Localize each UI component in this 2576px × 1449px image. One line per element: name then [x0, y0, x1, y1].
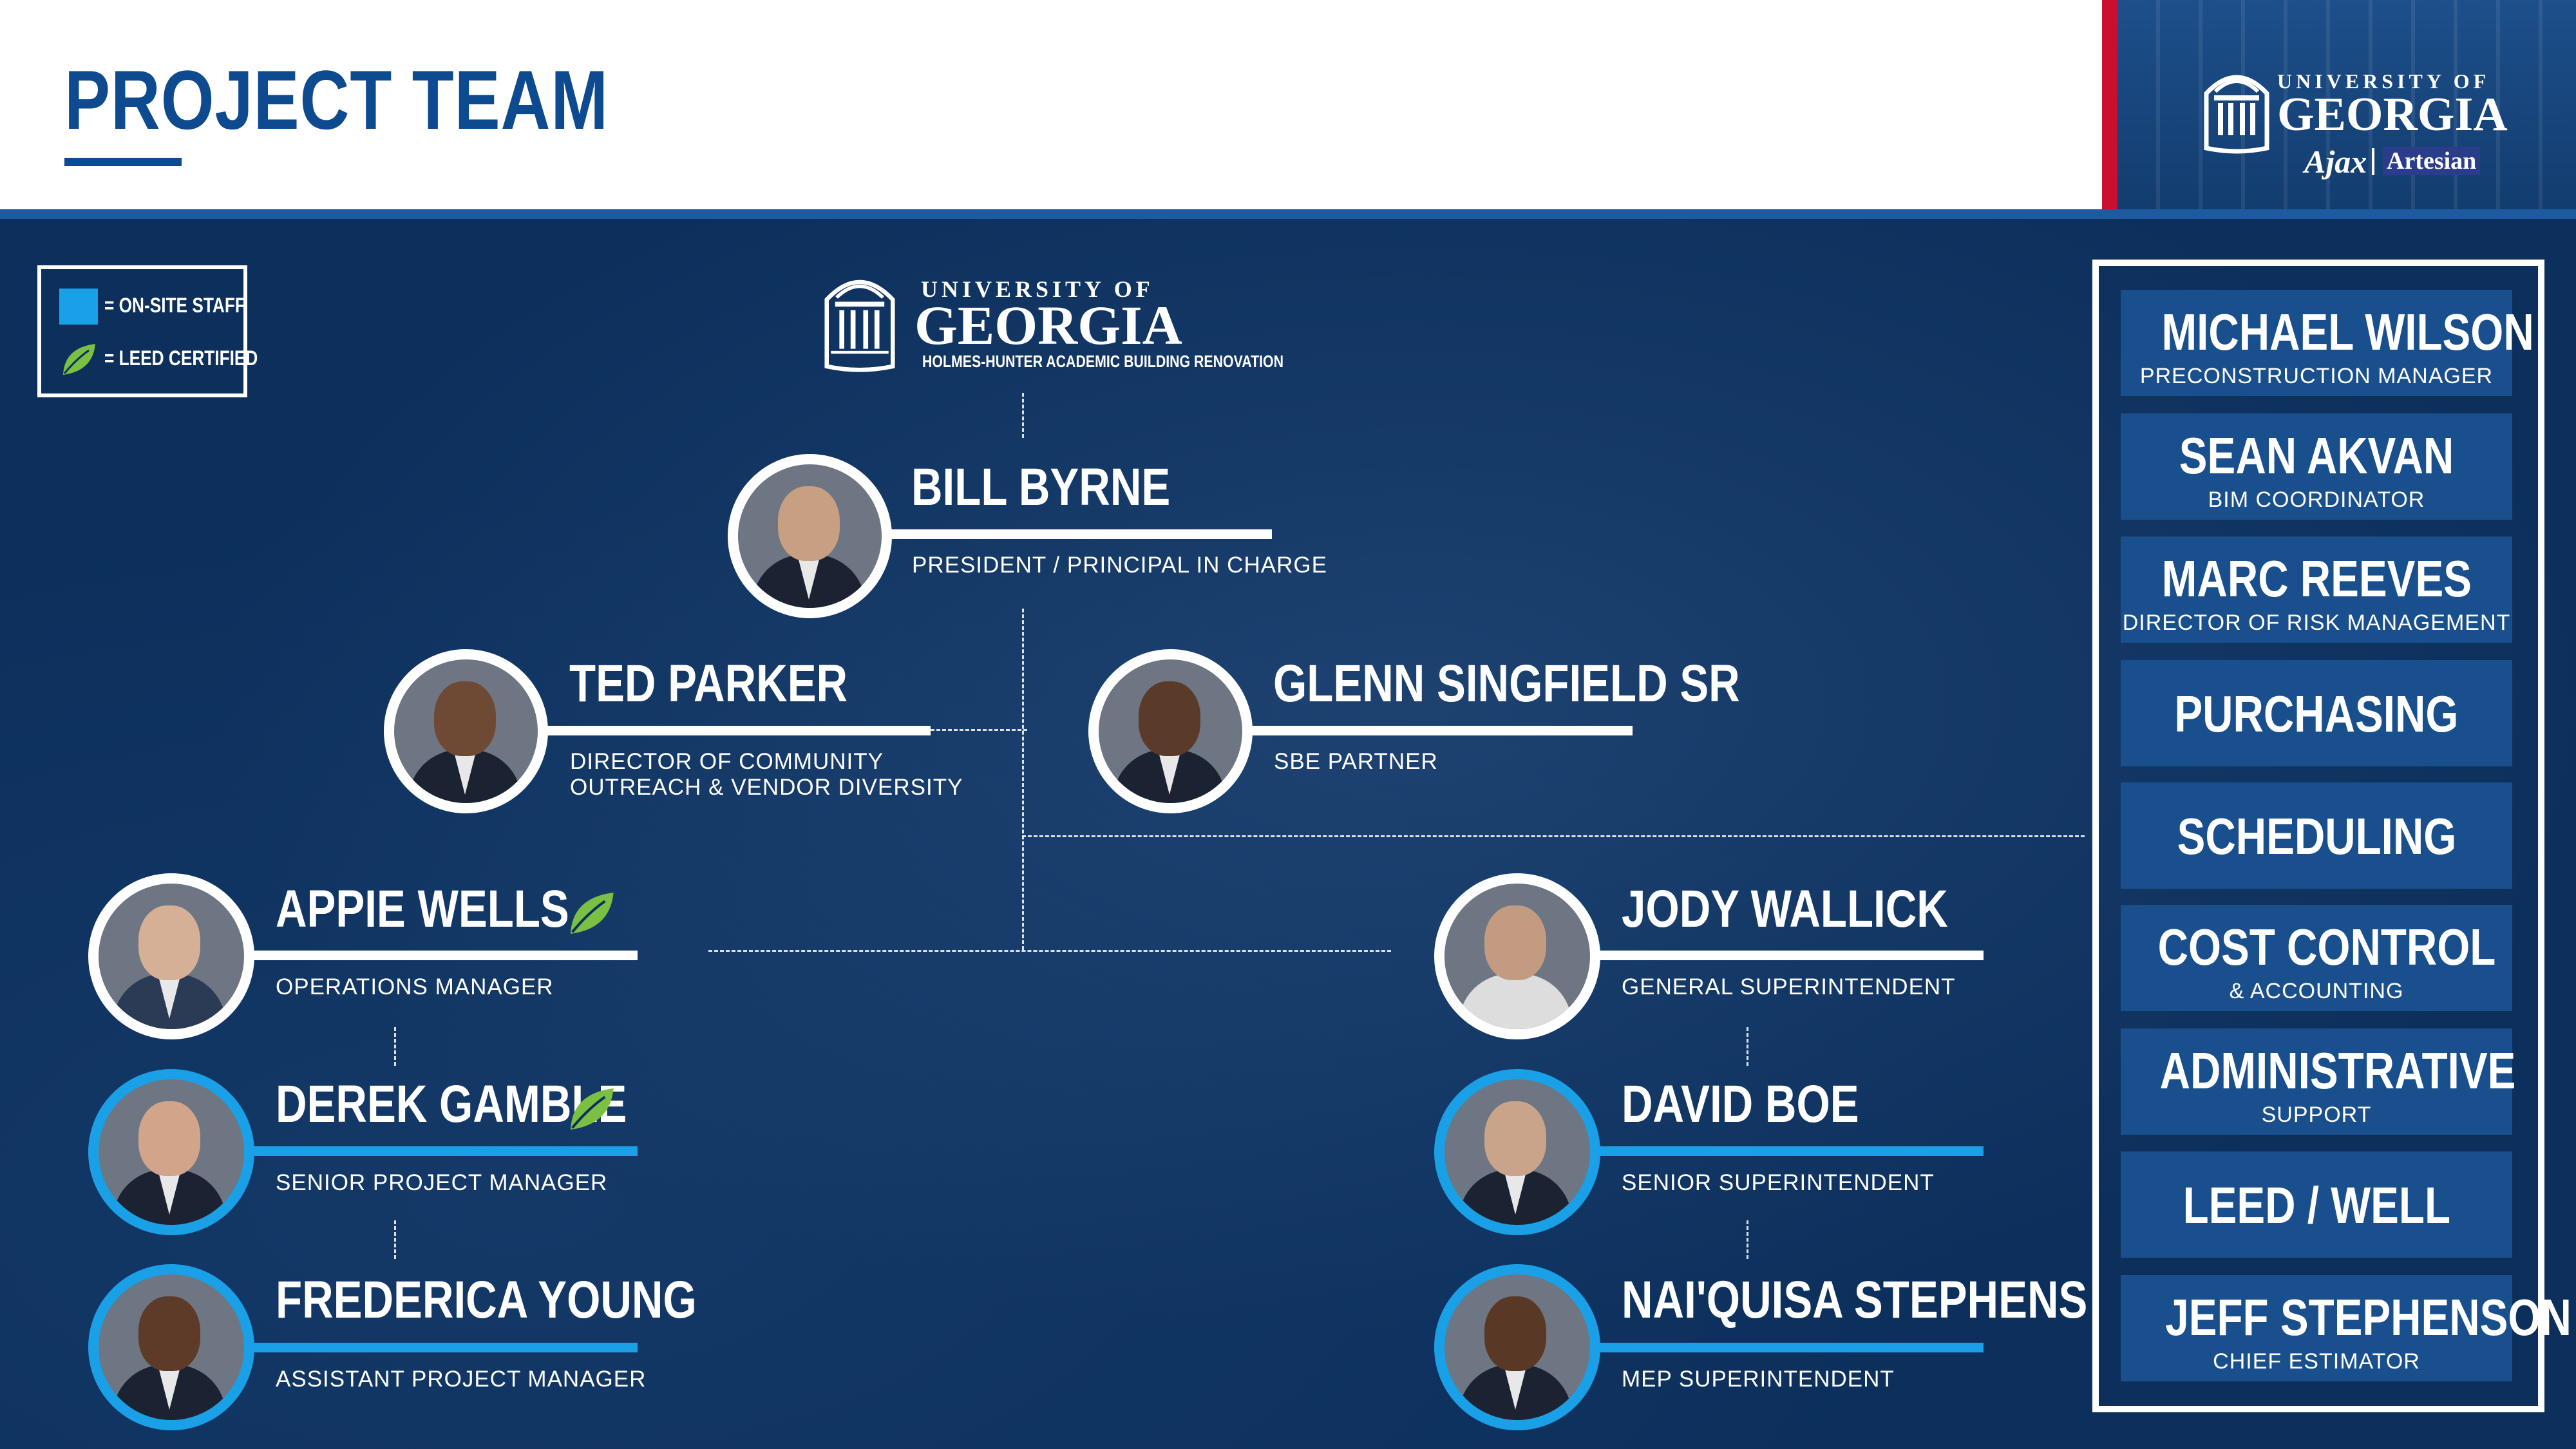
person-role: SENIOR SUPERINTENDENT	[1622, 1170, 1935, 1195]
side-card-purchasing: PURCHASING	[2121, 660, 2512, 766]
side-card-subtitle: SUPPORT	[2261, 1103, 2372, 1127]
side-card-michael-wilson: MICHAEL WILSON PRECONSTRUCTION MANAGER	[2121, 290, 2534, 396]
person-role: OPERATIONS MANAGER	[276, 974, 554, 999]
arch-background	[2117, 0, 2576, 209]
side-card-subtitle: BIM COORDINATOR	[2208, 488, 2425, 512]
person-name: BILL BYRNE	[911, 458, 1171, 516]
side-card-jeff-stephenson: JEFF STEPHENSON CHIEF ESTIMATOR	[2121, 1275, 2571, 1381]
person-role: DIRECTOR OF COMMUNITY	[570, 749, 884, 774]
uga-arch-icon	[2204, 75, 2269, 154]
side-card-leed-well: LEED / WELL	[2121, 1151, 2512, 1258]
leed-leaf-icon	[571, 893, 614, 934]
name-rule	[248, 1343, 638, 1352]
legend: = ON-SITE STAFF = LEED CERTIFIED	[37, 265, 258, 397]
onsite-swatch	[59, 289, 98, 325]
avatar	[1434, 1264, 1600, 1430]
name-rule	[1246, 726, 1633, 735]
avatar	[728, 454, 892, 618]
person-name: DAVID BOE	[1622, 1075, 1859, 1133]
side-card-administrative: ADMINISTRATIVE SUPPORT	[2121, 1028, 2515, 1135]
person-name: APPIE WELLS	[276, 880, 569, 938]
side-card-subtitle: DIRECTOR OF RISK MANAGEMENT	[2122, 611, 2511, 635]
ajax-logo: Ajax	[2304, 144, 2367, 180]
avatar	[1434, 873, 1600, 1039]
header-logo-box: UNIVERSITY OF GEORGIA Ajax Artesian	[2102, 0, 2576, 209]
avatar	[384, 649, 548, 813]
avatar	[88, 1069, 254, 1235]
person-role: SENIOR PROJECT MANAGER	[276, 1170, 608, 1195]
name-rule	[248, 1146, 638, 1156]
avatar	[1434, 1069, 1600, 1235]
side-card-cost-control: COST CONTROL & ACCOUNTING	[2121, 905, 2512, 1011]
avatar	[88, 1264, 254, 1430]
side-card-subtitle: CHIEF ESTIMATOR	[2213, 1349, 2420, 1374]
person-role: PRESIDENT / PRINCIPAL IN CHARGE	[912, 553, 1327, 578]
connector	[1022, 609, 1024, 950]
person-name: TED PARKER	[569, 654, 848, 713]
connector	[1747, 1027, 1748, 1066]
person-role: ASSISTANT PROJECT MANAGER	[276, 1367, 647, 1392]
side-card-title: SEAN AKVAN	[2179, 427, 2454, 484]
connector	[1022, 835, 2085, 837]
side-card-title: SCHEDULING	[2177, 808, 2456, 865]
title-underline	[64, 158, 182, 166]
center-logo-main: GEORGIA	[914, 294, 1182, 356]
side-card-subtitle: & ACCOUNTING	[2229, 979, 2404, 1003]
legend-leed-label: = LEED CERTIFIED	[104, 346, 258, 370]
center-logo-top: UNIVERSITY OF	[921, 276, 1154, 302]
side-card-title: PURCHASING	[2174, 685, 2459, 743]
person-role: GENERAL SUPERINTENDENT	[1622, 974, 1956, 999]
side-card-title: ADMINISTRATIVE	[2159, 1042, 2516, 1099]
name-rule	[886, 529, 1272, 539]
connector	[1747, 1220, 1748, 1259]
header-logo-main: GEORGIA	[2277, 88, 2508, 141]
support-staff-panel	[2092, 260, 2544, 1412]
side-card-title: MICHAEL WILSON	[2161, 303, 2534, 361]
avatar	[1088, 649, 1253, 813]
legend-onsite-label: = ON-SITE STAFF	[104, 294, 245, 317]
connector	[1022, 393, 1024, 438]
person-role: SBE PARTNER	[1274, 749, 1438, 774]
side-card-title: MARC REEVES	[2161, 550, 2472, 607]
person-name: GLENN SINGFIELD SR	[1273, 654, 1740, 713]
header-divider-bar	[0, 209, 2576, 219]
person-name: FREDERICA YOUNG	[276, 1271, 697, 1329]
person-role: MEP SUPERINTENDENT	[1622, 1367, 1895, 1392]
uga-arch-icon	[824, 279, 895, 372]
center-logo-subtitle: HOLMES-HUNTER ACADEMIC BUILDING RENOVATI…	[922, 352, 1284, 371]
leaf-icon	[63, 344, 95, 375]
side-card-title: LEED / WELL	[2183, 1177, 2450, 1234]
connector	[394, 1220, 396, 1259]
name-rule	[248, 951, 638, 960]
side-card-title: COST CONTROL	[2157, 918, 2496, 976]
person-name: JODY WALLICK	[1622, 880, 1948, 938]
side-card-sean-akvan: SEAN AKVAN BIM COORDINATOR	[2121, 413, 2512, 520]
name-rule	[541, 726, 931, 735]
logo-divider	[2372, 148, 2374, 175]
header-logo-top: UNIVERSITY OF	[2277, 70, 2490, 93]
avatar	[88, 873, 254, 1039]
side-card-scheduling: SCHEDULING	[2121, 782, 2512, 889]
side-card-subtitle: PRECONSTRUCTION MANAGER	[2139, 364, 2494, 388]
connector	[708, 950, 1391, 952]
side-card-title: JEFF STEPHENSON	[2165, 1289, 2571, 1346]
side-card-marc-reeves: MARC REEVES DIRECTOR OF RISK MANAGEMENT	[2121, 536, 2512, 643]
connector	[394, 1027, 396, 1066]
person-name: NAI'QUISA STEPHENS	[1622, 1271, 2088, 1329]
leed-leaf-icon	[571, 1088, 614, 1130]
name-rule	[1594, 1343, 1984, 1352]
person-role: OUTREACH & VENDOR DIVERSITY	[570, 775, 963, 800]
artesian-logo: Artesian	[2383, 147, 2481, 175]
page-title: PROJECT TEAM	[64, 53, 609, 147]
connector	[931, 729, 1027, 731]
name-rule	[1594, 1146, 1984, 1156]
person-name: DEREK GAMBLE	[276, 1075, 627, 1133]
name-rule	[1594, 951, 1984, 960]
